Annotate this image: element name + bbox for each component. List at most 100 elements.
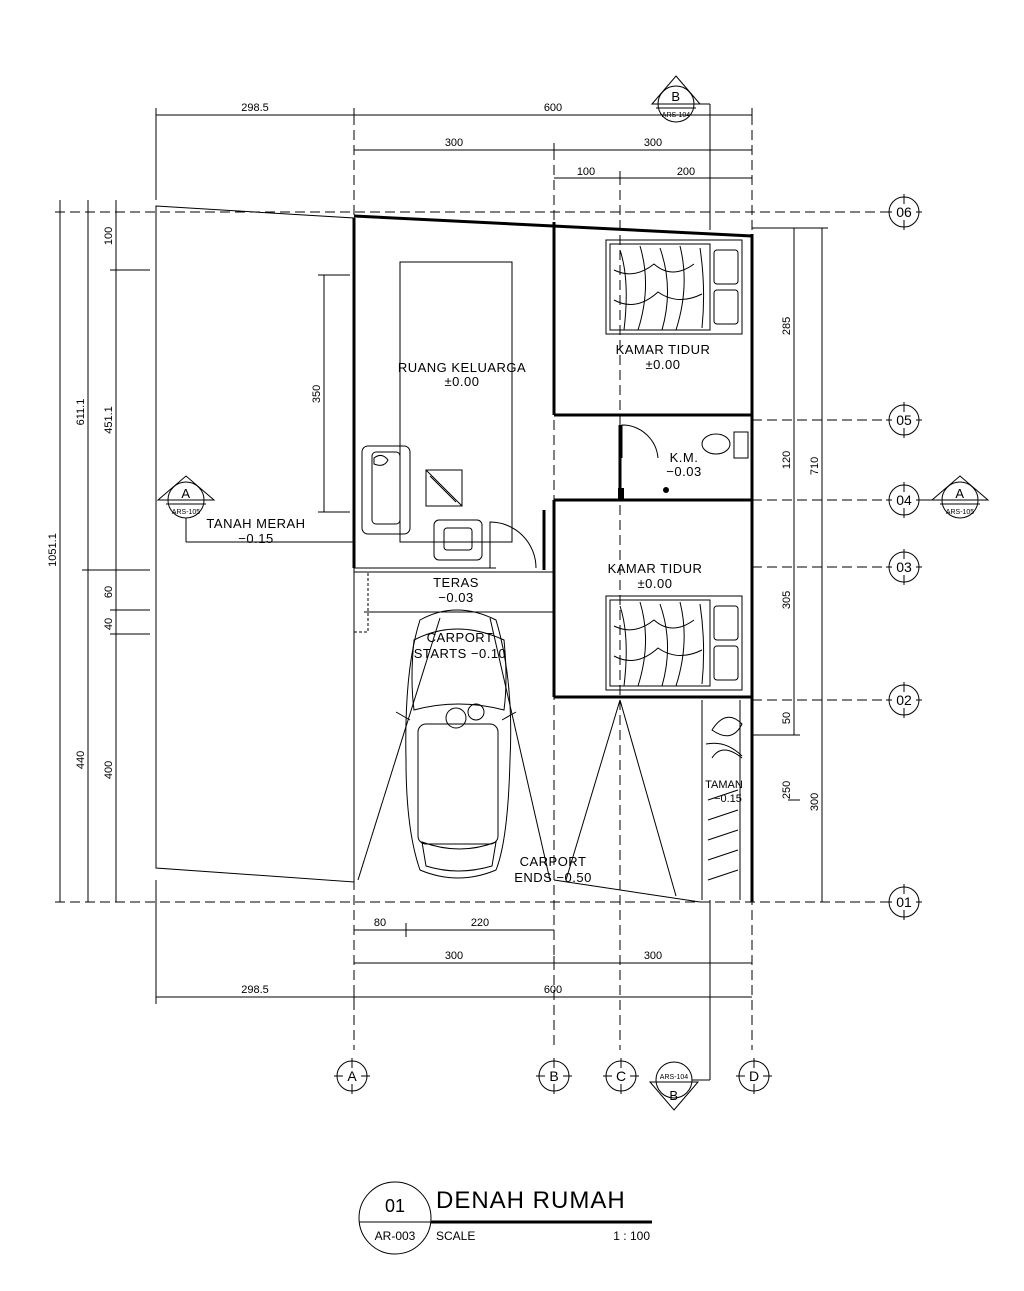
right-dimensions (752, 227, 828, 902)
dim-top-left-total: 298.5 (241, 102, 269, 114)
level-teras: −0.03 (438, 590, 473, 605)
grid-bubble-row-04: 04 (886, 482, 922, 518)
label-bedroom-1: KAMAR TIDUR (616, 342, 711, 357)
site-boundary (155, 205, 355, 883)
coffee-table (425, 469, 463, 507)
svg-text:01: 01 (896, 894, 912, 910)
svg-text:A: A (347, 1068, 357, 1084)
label-bedroom-2: KAMAR TIDUR (608, 561, 703, 576)
dim-right-285: 285 (781, 317, 793, 335)
label-taman: TAMAN (705, 779, 743, 791)
svg-text:D: D (749, 1068, 759, 1084)
dim-top-mid-right: 300 (644, 137, 662, 149)
dim-living-depth: 350 (311, 385, 323, 403)
dim-left-overall: 1051.1 (47, 533, 59, 567)
dim-left-lower: 440 (75, 751, 87, 769)
svg-text:ARS-104: ARS-104 (660, 1074, 689, 1081)
grid-bubble-row-03: 03 (886, 549, 922, 585)
dim-right-50: 50 (781, 712, 793, 724)
dim-right-710: 710 (809, 457, 821, 475)
dim-top-sub-left: 100 (577, 166, 595, 178)
svg-text:B: B (549, 1068, 558, 1084)
section-marker-a-left: A ARS-105 (156, 475, 354, 543)
svg-text:B: B (669, 1088, 678, 1103)
title-block: 01 AR-003 DENAH RUMAH SCALE 1 : 100 (358, 1181, 652, 1255)
grid-bubble-col-a: A (334, 1058, 370, 1094)
armchair (433, 519, 483, 561)
dim-bottom-mid-left: 300 (445, 950, 463, 962)
dim-right-120: 120 (781, 451, 793, 469)
dim-left-60: 60 (103, 586, 115, 598)
bathroom-fixtures (618, 431, 749, 500)
living-furniture (361, 261, 513, 561)
label-carport-end: CARPORT (520, 854, 587, 869)
svg-text:03: 03 (896, 559, 912, 575)
grid-bubble-col-b: B (536, 1058, 572, 1094)
label-teras: TERAS (433, 575, 479, 590)
section-marker-b-top: B ARS-104 (650, 75, 711, 230)
level-bedroom-2: ±0.00 (638, 576, 673, 591)
dim-bottom-right-total: 600 (544, 984, 562, 996)
svg-text:06: 06 (896, 204, 912, 220)
level-carport-start: STARTS −0.10 (414, 646, 507, 661)
row-grid-bubbles: 06 05 04 03 02 01 (886, 194, 922, 920)
garden (705, 716, 743, 881)
level-tanah: −0.15 (238, 531, 273, 546)
level-bathroom: −0.03 (666, 464, 701, 479)
dim-left-40: 40 (103, 618, 115, 630)
scale-label: SCALE (436, 1229, 475, 1243)
sofa-cushion (373, 454, 389, 466)
scale-value: 1 : 100 (613, 1229, 650, 1243)
carport-slope-lines (357, 617, 701, 903)
dim-right-300: 300 (809, 793, 821, 811)
dim-bottom-mid-right: 300 (644, 950, 662, 962)
grid-bubble-col-c: C (603, 1058, 639, 1094)
bed-1 (605, 239, 743, 335)
label-bathroom: K.M. (670, 450, 699, 465)
dim-top-mid-left: 300 (445, 137, 463, 149)
title-number: 01 (385, 1196, 405, 1216)
dim-right-250: 250 (781, 781, 793, 799)
label-tanah: TANAH MERAH (206, 516, 305, 531)
svg-text:02: 02 (896, 692, 912, 708)
house-walls (352, 214, 754, 902)
dim-bottom-sub-right: 220 (471, 917, 489, 929)
svg-text:ARS-105: ARS-105 (172, 509, 201, 516)
title-sheet: AR-003 (375, 1229, 416, 1243)
toilet (701, 433, 731, 455)
section-marker-a-right: A ARS-105 (922, 475, 990, 519)
grid-bubble-row-05: 05 (886, 402, 922, 438)
level-taman: −0.15 (714, 793, 742, 805)
car (395, 609, 517, 879)
dim-left-lower-sub: 400 (103, 761, 115, 779)
top-dimensions (155, 108, 753, 200)
living-rug (399, 261, 513, 543)
label-carport-start: CARPORT (427, 630, 494, 645)
sofa (361, 445, 411, 535)
grid-bubble-row-06: 06 (886, 194, 922, 230)
level-living-room: ±0.00 (445, 374, 480, 389)
left-dimensions (59, 200, 350, 902)
grid-bubble-row-01: 01 (886, 884, 922, 920)
bottom-dimensions (155, 880, 752, 1004)
dim-bottom-left-total: 298.5 (241, 984, 269, 996)
dim-top-right-total: 600 (544, 102, 562, 114)
svg-text:A: A (955, 486, 964, 501)
title-text: DENAH RUMAH (436, 1187, 626, 1214)
svg-text:04: 04 (896, 492, 912, 508)
dim-bottom-sub-left: 80 (374, 917, 386, 929)
dim-left-upper-sub: 451.1 (103, 406, 115, 434)
svg-text:ARS-105: ARS-105 (946, 509, 975, 516)
bed-2 (605, 595, 743, 691)
svg-text:A: A (181, 486, 190, 501)
svg-text:05: 05 (896, 412, 912, 428)
grid-bubble-row-02: 02 (886, 682, 922, 718)
svg-text:C: C (616, 1068, 626, 1084)
dim-left-upper: 611.1 (75, 399, 87, 426)
dim-right-305: 305 (781, 591, 793, 609)
grid-bubble-col-d: D (736, 1058, 772, 1094)
svg-text:ARS-104: ARS-104 (662, 112, 691, 119)
svg-text:B: B (671, 89, 680, 104)
